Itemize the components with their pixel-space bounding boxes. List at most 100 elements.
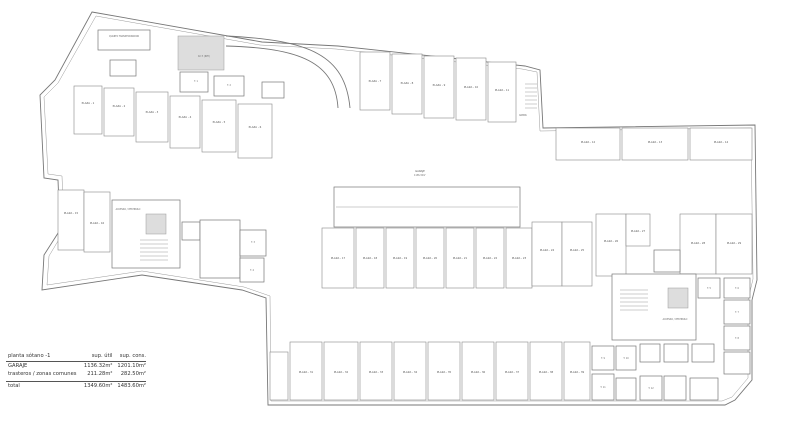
parking-bay	[385, 227, 415, 289]
parking-bay	[621, 127, 689, 161]
access-label: ACCESSO / VESTIBULO	[663, 318, 688, 321]
small-room	[615, 345, 637, 371]
small-room	[723, 325, 751, 351]
bay-label: PLAZA - 3	[146, 110, 159, 114]
stair	[620, 289, 648, 311]
bay-label: PLAZA - 10	[464, 85, 479, 89]
small-room	[615, 377, 637, 401]
parking-bay	[391, 53, 423, 115]
area-table-row: GARAJE 1136.32m² 1201.10m²	[6, 362, 146, 371]
parking-bay	[359, 51, 391, 111]
bay-label: PLAZA - 37	[505, 370, 520, 374]
small-room	[663, 375, 687, 401]
small-room	[213, 75, 245, 97]
center-bays: PLAZA - 17 PLAZA - 18 PLAZA - 19 PLAZA -…	[321, 213, 651, 289]
bay-label: PLAZA - 19	[393, 256, 408, 260]
bay-label: PLAZA - 27	[631, 229, 646, 233]
top-left-bays: PLAZA - 1 PLAZA - 2 PLAZA - 3 PLAZA - 4 …	[73, 85, 273, 159]
bay-label: PLAZA - 8	[401, 81, 414, 85]
bay-label: PLAZA - 2	[113, 104, 126, 108]
small-room	[591, 345, 615, 371]
bay-label: PLAZA - 20	[423, 256, 438, 260]
bay-label: PLAZA - 18	[363, 256, 378, 260]
parking-bay	[323, 341, 359, 401]
bay-label: PLAZA - 34	[403, 370, 418, 374]
parking-bay	[529, 341, 563, 401]
bay-label: PLAZA - 12	[581, 140, 596, 144]
parking-bay	[269, 351, 289, 401]
area-table-row: trasteros / zonas comunes 211.28m² 282.5…	[6, 370, 146, 379]
parking-bay	[393, 341, 427, 401]
bay-label: PLAZA - 31	[299, 370, 314, 374]
bay-label: PLAZA - 38	[539, 370, 554, 374]
parking-bay	[289, 341, 323, 401]
bay-label: PLAZA - 5	[213, 120, 226, 124]
bay-label: PLAZA - 32	[334, 370, 349, 374]
parking-bay	[487, 61, 517, 123]
parking-bay	[445, 227, 475, 289]
bay-label: PLAZA - 16	[90, 221, 105, 225]
rite-room	[177, 35, 225, 71]
small-room	[691, 343, 715, 363]
small-room	[663, 343, 689, 363]
parking-bay	[679, 213, 717, 275]
storage-label: T. 12	[648, 387, 654, 390]
parking-bay	[531, 221, 563, 287]
bay-label: PLAZA - 11	[495, 88, 510, 92]
top-mid-bays: PLAZA - 7 PLAZA - 8 PLAZA - 9 PLAZA - 10…	[359, 51, 517, 123]
header-useful-area: sup. útil	[91, 353, 113, 360]
parking-bay	[169, 95, 201, 149]
garage-label: GARAJE	[415, 169, 425, 173]
small-room	[689, 377, 719, 401]
rite-label: R.I.T. (RITI)	[198, 55, 210, 58]
small-room	[199, 219, 241, 279]
row-built-area: 1201.10m²	[117, 362, 147, 369]
parking-bay	[505, 227, 533, 289]
parking-bay	[475, 227, 505, 289]
parking-bay	[625, 213, 651, 247]
bay-label: PLAZA - 17	[331, 256, 346, 260]
small-room	[723, 277, 751, 299]
garage-area: 1136.32m²	[414, 174, 426, 177]
ramp-label: RAMPA	[519, 114, 527, 117]
storage-label: T. 10	[623, 357, 629, 360]
parking-bay	[359, 341, 393, 401]
small-room	[181, 221, 201, 241]
bay-label: PLAZA - 22	[483, 256, 498, 260]
bay-label: PLAZA - 39	[570, 370, 585, 374]
storage-label: T. 3	[251, 241, 255, 244]
parking-bay	[103, 87, 135, 137]
bay-label: PLAZA - 36	[471, 370, 486, 374]
storage-label: T. 2	[227, 84, 231, 87]
parking-bay	[595, 213, 627, 277]
parking-bay	[563, 341, 591, 401]
parking-bay	[73, 85, 103, 135]
bottom-bays: PLAZA - 31 PLAZA - 32 PLAZA - 33 PLAZA -…	[269, 341, 591, 401]
building-inner-outline	[43, 15, 754, 402]
parking-bay	[715, 213, 753, 275]
parking-bay	[237, 103, 273, 159]
bay-label: PLAZA - 23	[512, 256, 527, 260]
bay-label: PLAZA - 25	[570, 248, 585, 252]
bay-label: PLAZA - 9	[433, 83, 446, 87]
small-room	[261, 81, 285, 99]
stair	[140, 239, 168, 261]
parking-bay	[423, 55, 455, 119]
bay-label: PLAZA - 7	[369, 79, 382, 83]
small-room	[591, 373, 615, 401]
bay-label: PLAZA - 13	[648, 140, 663, 144]
small-room	[639, 343, 661, 363]
parking-bay	[689, 127, 753, 161]
small-room	[239, 229, 267, 257]
parking-bay	[135, 91, 169, 143]
total-built-area: 1483.60m²	[117, 382, 147, 389]
header-built-area: sup. cons.	[119, 353, 147, 360]
bay-label: PLAZA - 24	[540, 248, 555, 252]
parking-bay	[461, 341, 495, 401]
small-room	[697, 277, 721, 299]
bay-label: PLAZA - 28	[691, 241, 706, 245]
area-table-header: planta sótano -1 sup. útil sup. cons.	[6, 352, 146, 362]
bay-label: PLAZA - 21	[453, 256, 468, 260]
parking-bay	[83, 191, 111, 253]
